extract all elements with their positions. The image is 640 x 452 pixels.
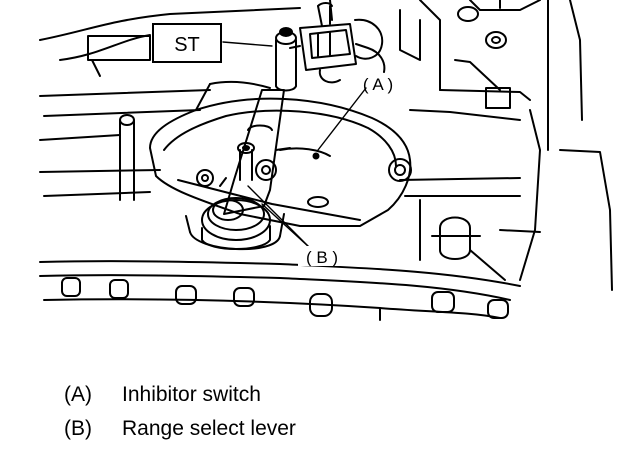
leader-lines — [222, 41, 367, 249]
legend: (A) Inhibitor switch (B) Range select le… — [64, 378, 296, 446]
callout-a-label: ( A ) — [363, 75, 393, 94]
legend-key: (A) — [64, 383, 92, 406]
switch-connector — [289, 2, 386, 84]
oil-pan-flange — [39, 260, 521, 321]
legend-text: Inhibitor switch — [122, 383, 261, 406]
callout-b-label: ( B ) — [306, 248, 338, 267]
legend-item: (A) Inhibitor switch — [64, 378, 296, 412]
special-tool-st — [275, 27, 297, 92]
legend-item: (B) Range select lever — [64, 412, 296, 446]
st-callout-box — [152, 23, 222, 63]
inhibitor-switch — [149, 80, 412, 227]
legend-text: Range select lever — [122, 417, 296, 440]
st-callout-label: ST — [174, 34, 200, 56]
legend-key: (B) — [64, 417, 92, 440]
